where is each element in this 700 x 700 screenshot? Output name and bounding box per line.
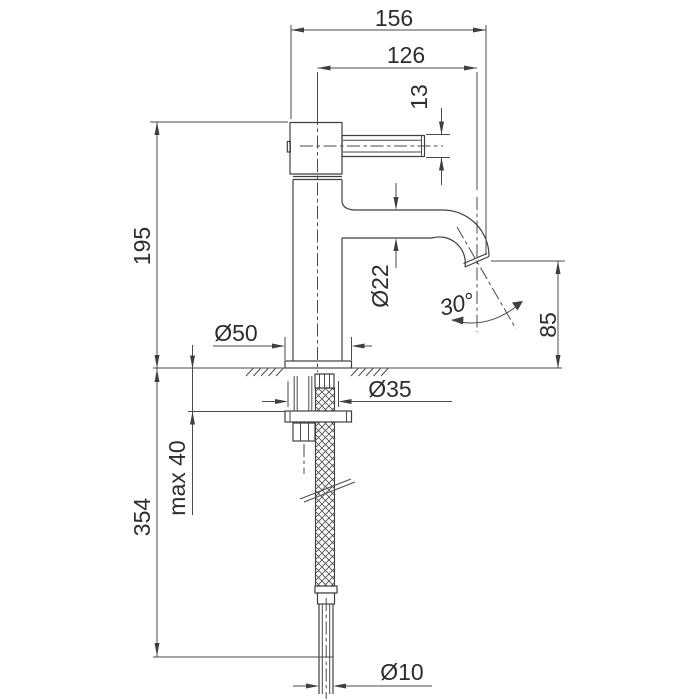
counter-deck [153, 367, 562, 377]
spout-outlet-face [463, 252, 490, 268]
dim-spout-diameter: Ø22 [367, 183, 399, 308]
set-screw-mark [286, 140, 291, 153]
dim-mounting-hole-label: Ø35 [368, 376, 411, 402]
dim-total-width-label: 156 [375, 5, 413, 31]
dim-below-deck-length: 354 [129, 368, 333, 658]
dim-base-diameter-label: Ø50 [214, 320, 257, 346]
spout [341, 201, 490, 268]
fixing-nut [292, 422, 316, 442]
washer-plate [284, 410, 353, 423]
dim-hose-tail-diameter: Ø10 [293, 659, 432, 689]
dim-spout-reach: 126 [317, 42, 478, 190]
dim-max-deck-thickness-label: max 40 [164, 440, 190, 515]
dim-spout-reach-label: 126 [387, 42, 425, 68]
dim-handle-diameter: 13 [406, 84, 450, 185]
dim-outlet-height-label: 85 [535, 312, 561, 338]
below-deck-assembly [284, 373, 356, 699]
dim-height-above-deck: 195 [129, 121, 288, 368]
dim-below-deck-length-label: 354 [129, 498, 155, 537]
threaded-stud [293, 376, 313, 411]
dim-spout-angle: 30° [437, 197, 523, 332]
hose-nipple [314, 373, 335, 389]
dim-handle-diameter-label: 13 [406, 84, 432, 110]
dim-outlet-height: 85 [491, 260, 565, 368]
outlet-inclined-centerline [456, 226, 517, 330]
faucet-body-outline [284, 112, 490, 372]
dim-max-deck-thickness: max 40 [164, 345, 285, 516]
dim-base-diameter: Ø50 [213, 320, 372, 360]
hose-break-mark [299, 478, 356, 503]
dim-spout-diameter-label: Ø22 [367, 264, 393, 307]
dim-height-above-deck-label: 195 [129, 227, 155, 265]
dim-total-width: 156 [290, 5, 487, 255]
deck-hatching [245, 368, 389, 377]
dim-hose-tail-diameter-label: Ø10 [380, 659, 423, 685]
hose-tail-pipe [314, 585, 338, 699]
dim-spout-angle-label: 30° [437, 287, 477, 321]
dim-mounting-hole: Ø35 [262, 376, 452, 407]
